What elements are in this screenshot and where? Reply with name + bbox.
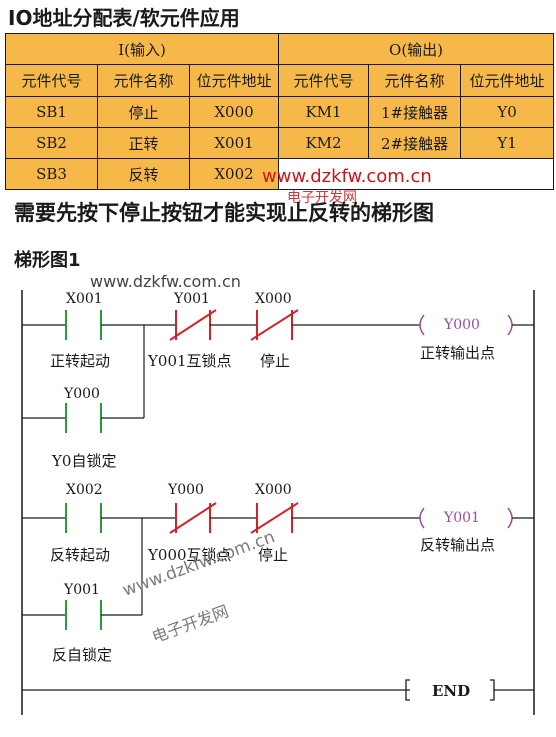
watermark-cn: 电子开发网 — [287, 190, 357, 206]
table-cell — [460, 158, 555, 190]
contact-label: Y001互锁点 — [148, 352, 232, 370]
column-header: 元件代号 — [5, 64, 98, 97]
table-cell: 正转 — [97, 127, 190, 159]
contact-label: Y0自锁定 — [52, 452, 117, 470]
contact-address: X002 — [66, 482, 103, 498]
table-cell: X001 — [188, 127, 280, 159]
column-header: 位元件地址 — [188, 64, 280, 97]
table-row: SB3 反转 X002 — [5, 158, 555, 190]
rung-1 — [22, 309, 534, 433]
table-row: SB2 正转 X001 KM2 2#接触器 Y1 — [5, 127, 555, 159]
output-group-header: O(输出) — [278, 33, 555, 65]
coil-label: 正转输出点 — [420, 344, 496, 362]
contact-address: X000 — [255, 482, 292, 498]
diagram-subtitle: 梯形图1 — [14, 250, 81, 271]
ladder-diagram — [21, 290, 535, 715]
table-cell: X002 — [188, 158, 280, 190]
contact-label: 停止 — [260, 352, 291, 370]
input-group-header: I(输入) — [4, 33, 280, 65]
table-cell — [368, 158, 461, 190]
table-cell — [278, 158, 369, 190]
contact-address: Y001 — [64, 582, 100, 598]
watermark-url: www.dzkfw.com.cn — [90, 272, 241, 291]
column-header: 元件名称 — [97, 64, 190, 97]
table-cell: 1#接触器 — [368, 96, 462, 128]
column-header: 位元件地址 — [460, 64, 555, 97]
table-cell: Y0 — [460, 96, 555, 128]
contact-address: Y000 — [168, 482, 204, 498]
contact-label: 反自锁定 — [52, 646, 113, 664]
coil-y001 — [419, 507, 425, 529]
coil-address: Y001 — [444, 510, 480, 526]
contact-label: 正转起动 — [50, 352, 111, 370]
contact-address: Y000 — [64, 386, 100, 402]
contact-address: X000 — [255, 291, 292, 307]
io-table: I(输入) O(输出) 元件代号 元件名称 位元件地址 元件代号 元件名称 位元… — [4, 33, 555, 190]
contact-label: 反转起动 — [50, 546, 111, 564]
table-cell: Y1 — [460, 127, 555, 159]
table-cell: KM2 — [278, 127, 370, 159]
rung-2 — [22, 502, 534, 630]
end-instruction: END — [432, 682, 471, 700]
coil-y000 — [419, 314, 425, 336]
table-cell: SB3 — [5, 158, 98, 190]
contact-label: Y000互锁点 — [148, 546, 232, 564]
table-cell: X000 — [188, 96, 280, 128]
table-row: SB1 停止 X000 KM1 1#接触器 Y0 — [5, 96, 555, 128]
table-cell: 停止 — [97, 96, 190, 128]
table-cell: KM1 — [278, 96, 370, 128]
table-cell: SB2 — [5, 127, 98, 159]
watermark-url: www.dzkfw.com.cn — [262, 166, 432, 187]
contact-address: Y001 — [174, 291, 210, 307]
table-cell: 2#接触器 — [368, 127, 462, 159]
table-cell: SB1 — [5, 96, 98, 128]
column-header: 元件代号 — [278, 64, 370, 97]
table-title: IO地址分配表/软元件应用 — [8, 6, 240, 30]
coil-label: 反转输出点 — [420, 536, 496, 554]
contact-label: 停止 — [258, 546, 289, 564]
column-header: 元件名称 — [368, 64, 462, 97]
diagram-heading: 需要先按下停止按钮才能实现止反转的梯形图 — [14, 201, 434, 225]
table-cell: 反转 — [97, 158, 190, 190]
contact-address: X001 — [66, 291, 103, 307]
end-rung — [22, 679, 534, 701]
coil-address: Y000 — [444, 317, 480, 333]
